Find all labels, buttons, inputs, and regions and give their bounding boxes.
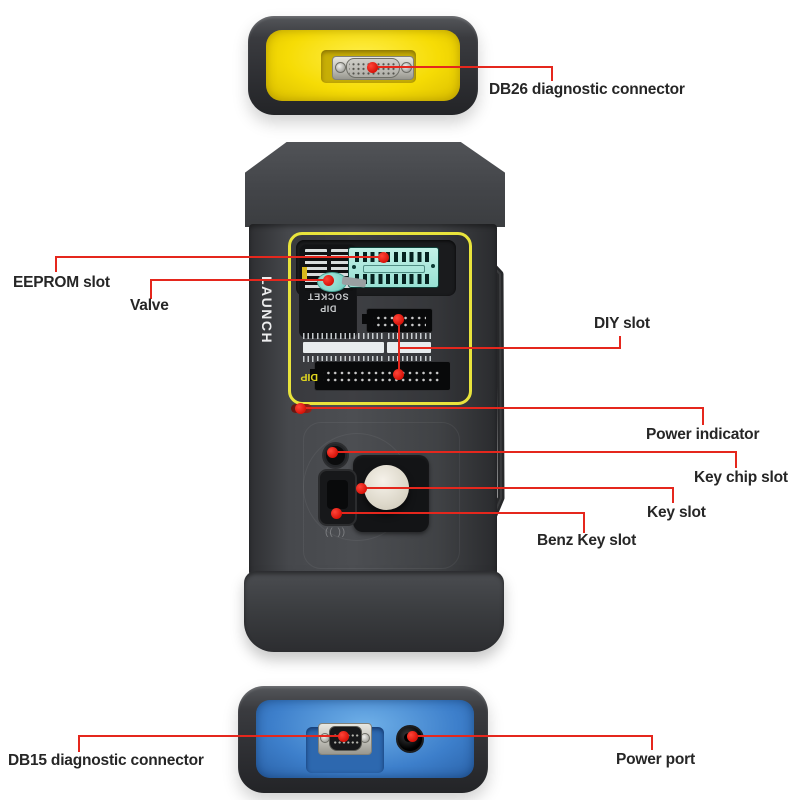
callout-line-db26 [372,66,553,68]
label-db15: DB15 diagnostic connector [8,752,204,769]
callout-dot-key-chip [327,447,338,458]
label-key-chip: Key chip slot [694,469,788,486]
callout-line-power-indicator [300,407,704,409]
callout-line-db15 [78,735,343,737]
label-valve: Valve [130,297,169,314]
label-key: Key slot [647,504,706,521]
callout-line-key [672,487,674,503]
silkscreen-marks [303,356,385,362]
callout-dot-valve [323,275,334,286]
callout-line-valve [150,279,329,281]
idc-notch [310,369,316,381]
idc-notch [362,314,368,324]
callout-line-benz [336,512,585,514]
label-db26: DB26 diagnostic connector [489,81,685,98]
diy-connector-bottom [314,361,451,391]
callout-line-diy [398,318,400,375]
callout-line-diy [619,336,621,349]
silkscreen-bar [303,342,384,353]
dip-marking: DIP [300,371,318,383]
screw-icon [335,62,346,73]
callout-line-eeprom [55,256,384,258]
dip-socket-label: DIP SOCKET [307,291,349,314]
label-eeprom: EEPROM slot [13,274,110,291]
callout-dot-db15 [338,731,349,742]
silkscreen-marks [388,333,432,339]
callout-line-key-chip [332,451,737,453]
socket-pivot-dot [431,264,435,268]
callout-dot-key [356,483,367,494]
callout-line-power-indicator [702,407,704,425]
dip-socket-marker [302,267,307,279]
label-power-indicator: Power indicator [646,426,760,443]
device-top-cap [245,142,505,227]
label-diy: DIY slot [594,315,650,332]
callout-dot-power-port [407,731,418,742]
callout-dot-diy-top [393,314,404,325]
diy-connector-bottom-pins [323,368,442,384]
eeprom-slots-bottom [355,274,432,284]
eeprom-slots-top [355,252,432,262]
wireless-icon: (( )) [325,527,347,538]
callout-dot-power-indicator [295,403,306,414]
callout-line-valve [150,279,152,299]
callout-line-key [361,487,674,489]
callout-line-eeprom [55,256,57,272]
callout-dot-db26 [367,62,378,73]
callout-dot-diy-bottom [393,369,404,380]
silkscreen-marks [388,356,432,362]
brand-logo: LAUNCH [259,276,275,345]
callout-line-power-port [651,735,653,750]
label-benz: Benz Key slot [537,532,637,549]
label-power-port: Power port [616,751,695,768]
device-bottom-boot [244,571,504,652]
callout-line-db15 [78,735,80,752]
callout-line-db26 [551,66,553,81]
silkscreen-marks [303,333,385,339]
callout-line-power-port [412,735,653,737]
eeprom-center-strip [363,265,425,273]
benz-key-slot-hole [327,480,348,509]
callout-dot-benz [331,508,342,519]
callout-dot-eeprom [378,252,389,263]
socket-pivot-dot [352,265,356,269]
callout-line-diy [398,347,621,349]
callout-line-key-chip [735,451,737,468]
callout-line-benz [583,512,585,533]
